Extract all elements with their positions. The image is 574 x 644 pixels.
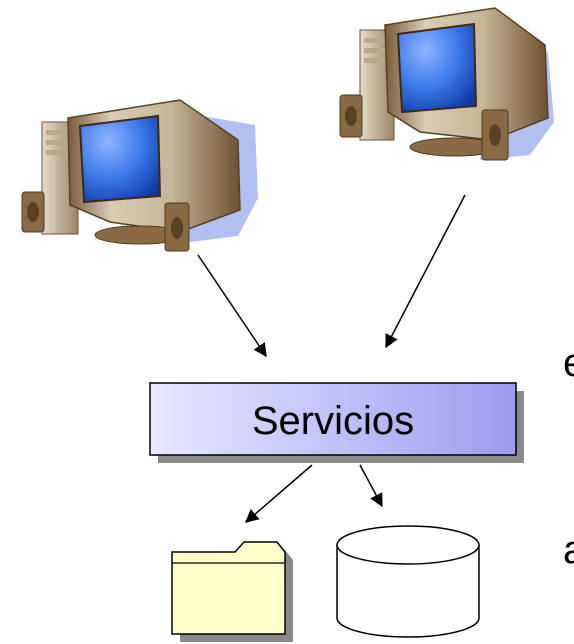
desktop-computer-icon [21, 99, 258, 252]
services-box: Servicios [149, 382, 524, 463]
arrow-right-computer-to-services [385, 194, 466, 349]
arrow-services-to-database [359, 464, 383, 508]
services-box-frame [149, 382, 517, 456]
services-label: Servicios [252, 399, 414, 443]
arrow-left-computer-to-services [197, 254, 267, 358]
folder-icon [171, 541, 293, 642]
database-cylinder-icon [336, 525, 480, 638]
edge-text-lower: a [563, 528, 574, 572]
edge-text-upper: e [563, 341, 574, 385]
arrow-services-to-folder [244, 464, 313, 523]
desktop-computer-icon [339, 7, 554, 161]
